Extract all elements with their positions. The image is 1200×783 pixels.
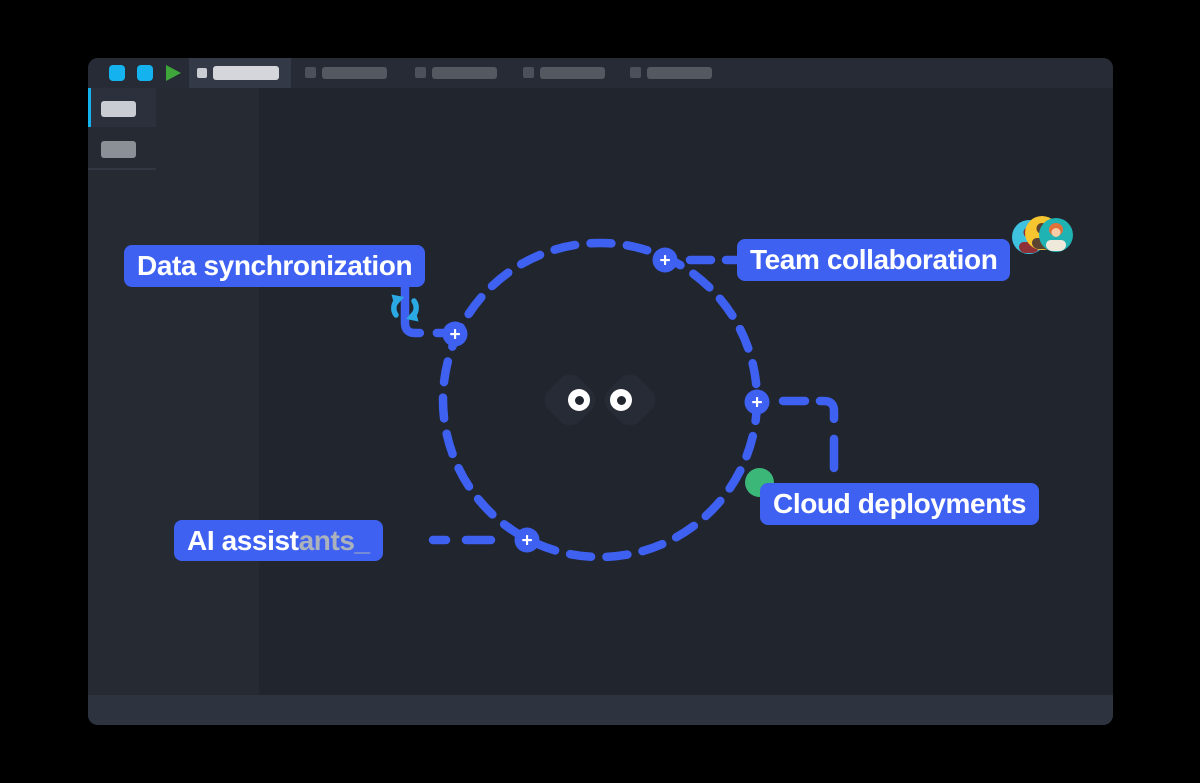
- editor-canvas: [259, 88, 1113, 695]
- pupil: [616, 395, 626, 405]
- status-bar: [88, 695, 1113, 725]
- tab-title-placeholder: [322, 67, 387, 79]
- typing-cursor: ants_: [298, 525, 371, 556]
- tab-title-placeholder: [432, 67, 497, 79]
- tab-3[interactable]: [415, 58, 523, 88]
- mascot-eye-left: [568, 389, 590, 411]
- app-window: [88, 58, 1113, 725]
- active-indicator: [88, 88, 91, 127]
- team-avatars-icon: [1012, 216, 1074, 256]
- item-label-placeholder: [101, 101, 136, 117]
- tab-file-icon: [630, 67, 641, 78]
- avatar-face: [1051, 228, 1061, 237]
- plus-icon: +: [659, 251, 670, 272]
- tab-title-placeholder: [647, 67, 712, 79]
- callout-ai-assistants[interactable]: AI assistants_: [174, 520, 383, 561]
- tab-5[interactable]: [630, 58, 738, 88]
- plus-icon: +: [521, 531, 532, 552]
- tab-file-icon: [305, 67, 316, 78]
- node-cloud-deployments[interactable]: +: [744, 389, 770, 415]
- pupil: [574, 395, 584, 405]
- callout-team-collaboration[interactable]: Team collaboration: [737, 239, 1011, 281]
- connector-data-synchronization: [400, 279, 452, 338]
- avatar-body: [1046, 240, 1066, 251]
- mascot-eye-right: [610, 389, 632, 411]
- feature-ring: [438, 238, 762, 562]
- typed-text: AI assist: [187, 525, 299, 556]
- avatar: [1039, 218, 1073, 252]
- titlebar: [88, 58, 1113, 88]
- tab-file-icon: [197, 68, 207, 78]
- callout-data-synchronization[interactable]: Data synchronization: [124, 245, 426, 287]
- connector-cloud-deployments: [778, 396, 839, 473]
- tab-title-placeholder: [540, 67, 605, 79]
- tab-4[interactable]: [523, 58, 631, 88]
- node-ai-assistants[interactable]: +: [514, 527, 540, 553]
- sync-icon: [391, 294, 419, 322]
- plus-icon: +: [449, 325, 460, 346]
- tab-title-placeholder: [213, 66, 279, 80]
- node-team-collaboration[interactable]: +: [652, 247, 678, 273]
- node-data-synchronization[interactable]: +: [442, 321, 468, 347]
- tab-2[interactable]: [305, 58, 413, 88]
- sidebar: [88, 88, 259, 695]
- tab-active[interactable]: [189, 58, 291, 88]
- sidebar-item-active[interactable]: [88, 88, 156, 127]
- tab-file-icon: [415, 67, 426, 78]
- sidebar-divider: [88, 168, 156, 170]
- plus-icon: +: [751, 393, 762, 414]
- play-icon[interactable]: [166, 65, 181, 81]
- tab-file-icon: [523, 67, 534, 78]
- window-control-button-1[interactable]: [109, 65, 125, 81]
- avatar-body: [1019, 242, 1039, 253]
- window-control-button-2[interactable]: [137, 65, 153, 81]
- item-label-placeholder: [101, 141, 136, 158]
- callout-cloud-deployments[interactable]: Cloud deployments: [760, 483, 1039, 525]
